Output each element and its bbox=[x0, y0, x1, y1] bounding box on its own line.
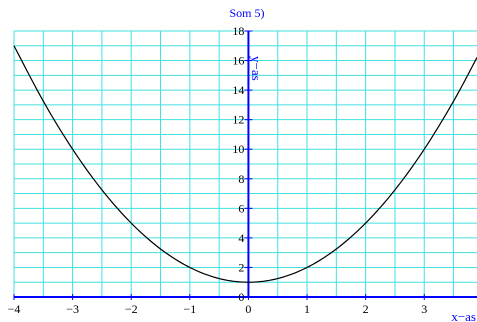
y-tick-label: 0 bbox=[238, 290, 244, 304]
x-tick-label: 1 bbox=[304, 302, 310, 316]
y-tick-label: 2 bbox=[238, 260, 244, 274]
y-tick-label: 12 bbox=[232, 113, 244, 127]
y-axis-label: y−as bbox=[249, 56, 264, 81]
series bbox=[13, 45, 477, 283]
y-tick-label: 4 bbox=[238, 231, 244, 245]
chart-title: Som 5) bbox=[229, 6, 264, 20]
series-line bbox=[13, 45, 477, 283]
y-tick-label: 8 bbox=[238, 172, 244, 186]
y-tick-label: 16 bbox=[232, 54, 244, 68]
x-tick-label: −1 bbox=[183, 302, 196, 316]
y-tick-label: 14 bbox=[232, 83, 244, 97]
x-tick-label: −3 bbox=[66, 302, 79, 316]
y-tick-label: 18 bbox=[232, 24, 244, 38]
x-tick-label: 0 bbox=[245, 302, 251, 316]
x-tick-label: 3 bbox=[421, 302, 427, 316]
axes bbox=[13, 30, 477, 300]
x-axis-label: x−as bbox=[451, 309, 476, 322]
x-tick-label: 2 bbox=[363, 302, 369, 316]
y-tick-label: 6 bbox=[238, 201, 244, 215]
x-tick-label: −2 bbox=[125, 302, 138, 316]
y-tick-label: 10 bbox=[232, 142, 244, 156]
grid bbox=[13, 30, 477, 297]
x-tick-label: −4 bbox=[8, 302, 21, 316]
